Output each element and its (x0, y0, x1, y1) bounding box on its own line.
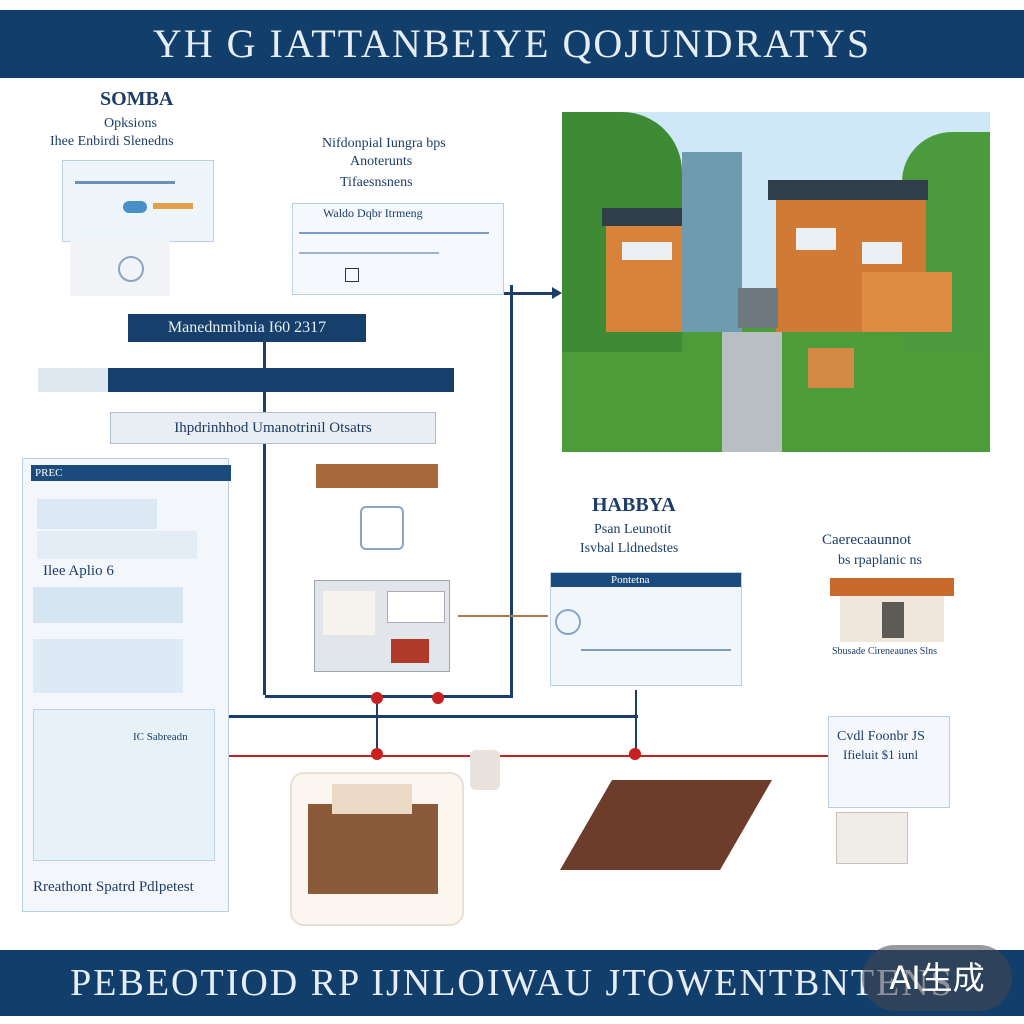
center-device-screen (387, 591, 445, 623)
top-left-card (62, 160, 214, 242)
right-mid-title: HABBYA (592, 494, 676, 516)
brown-strip (316, 464, 438, 488)
house-illustration (562, 112, 990, 452)
globe-icon (555, 609, 581, 635)
ai-generated-badge: AI生成 (862, 945, 1012, 1011)
card-icon (345, 268, 359, 282)
top-left-title: SOMBA (100, 88, 174, 110)
arrow-line (458, 615, 548, 617)
top-mid-line3: Tifaesnsnens (340, 175, 413, 190)
mid-bar-1-label: Manednmibnia I60 2317 (167, 319, 327, 336)
bottom-right-line1: Cvdl Foonbr JS (837, 729, 925, 744)
right-mid-card: Pontetna (550, 572, 742, 686)
connector-line (265, 695, 513, 698)
node-dot (371, 692, 383, 704)
right-mid-card-header: Pontetna (551, 573, 741, 587)
top-left-subtitle: Opksions (104, 116, 157, 131)
left-panel-label: Ilee Aplio 6 (43, 563, 114, 579)
house-roof (768, 180, 928, 200)
plug-icon (470, 750, 500, 790)
device-icon (118, 256, 144, 282)
connector-line (510, 285, 513, 695)
right-mid-line2: Isvbal Lldnedstes (580, 541, 679, 556)
room-furniture (308, 804, 438, 894)
house-window (862, 242, 902, 264)
house-glass (682, 152, 742, 332)
node-dot (371, 748, 383, 760)
top-left-caption: Ihee Enbirdi Slenedns (50, 134, 174, 149)
connector-line (376, 700, 378, 755)
top-mid-card-label: Waldo Dqbr Itrmeng (323, 206, 423, 220)
footer-banner: PEBEOTIOD RP IJNLOIWAU JTOWENTBNTENS (0, 950, 1024, 1016)
left-panel-tag: PREC (35, 467, 63, 479)
connector-line (635, 690, 637, 755)
far-right-device (882, 602, 904, 638)
far-right-roof (830, 578, 954, 596)
right-mid-line1: Psan Leunotit (594, 522, 672, 537)
ai-generated-badge-label: AI生成 (889, 959, 985, 997)
house-annex (862, 272, 952, 332)
left-panel-row-label: IC Sabreadn (133, 731, 188, 743)
header-banner: YH G IATTANBEIYE QOJUNDRATYS (0, 10, 1024, 78)
bottom-right-card: Cvdl Foonbr JS Ifieluit $1 iunl (828, 716, 950, 808)
top-mid-line1: Nifdonpial Iungra bps (322, 136, 446, 151)
node-dot (629, 748, 641, 760)
center-device (314, 580, 450, 672)
left-panel-tag-bar: PREC (31, 465, 231, 481)
room-illustration (290, 772, 464, 926)
header-title: YH G IATTANBEIYE QOJUNDRATYS (152, 21, 872, 66)
mid-strip-cap (38, 368, 108, 392)
room-wall (332, 784, 412, 814)
mid-bar-2: Ihpdrinhhod Umanotrinil Otsatrs (110, 412, 436, 444)
card-line (299, 232, 489, 234)
mid-bar-1: Manednmibnia I60 2317 (128, 314, 366, 342)
card-pill (123, 201, 147, 213)
house-door (738, 288, 778, 328)
top-mid-line2: Anoterunts (350, 154, 413, 169)
connector-line (168, 715, 638, 718)
top-mid-card: Waldo Dqbr Itrmeng (292, 203, 504, 295)
driveway (722, 332, 782, 452)
bottom-right-line2: Ifieluit $1 iunl (843, 747, 919, 762)
box-object (808, 348, 854, 388)
mid-bar-2-label: Ihpdrinhhod Umanotrinil Otsatrs (174, 420, 372, 436)
far-right-row: Sbusade Cireneaunes Slns (832, 646, 937, 657)
house-window (796, 228, 836, 250)
left-panel-row (37, 499, 157, 529)
left-panel: PREC Ilee Aplio 6 IC Sabreadn Rreathont … (22, 458, 231, 912)
footer-title: PEBEOTIOD RP IJNLOIWAU JTOWENTBNTENS (70, 962, 954, 1004)
far-right-house (840, 596, 944, 642)
left-panel-row (37, 531, 197, 559)
left-panel-image (33, 709, 215, 861)
connector-line-red (200, 755, 840, 757)
floor-illustration (560, 780, 772, 870)
mid-strip (38, 368, 454, 392)
card-line (299, 252, 439, 254)
right-mid-card-title: Pontetna (611, 574, 650, 586)
far-right-line1: Caerecaaunnot (822, 532, 912, 548)
card-bar (153, 203, 193, 209)
device-image (70, 238, 170, 296)
arrow-to-house (500, 292, 558, 295)
center-device-button (391, 639, 429, 663)
far-right-line2: bs rpaplanic ns (838, 553, 922, 568)
connector-line (263, 340, 266, 695)
node-dot (432, 692, 444, 704)
left-panel-row (33, 587, 183, 623)
device-icon (360, 506, 404, 550)
left-panel-row (33, 639, 183, 693)
center-device-panel (323, 591, 375, 635)
card-line (581, 649, 731, 651)
bottom-right-device (836, 812, 908, 864)
card-line (75, 181, 175, 184)
left-panel-caption: Rreathont Spatrd Pdlpetest (33, 879, 194, 895)
house-window (622, 242, 672, 260)
arrow-head-icon (552, 287, 562, 299)
